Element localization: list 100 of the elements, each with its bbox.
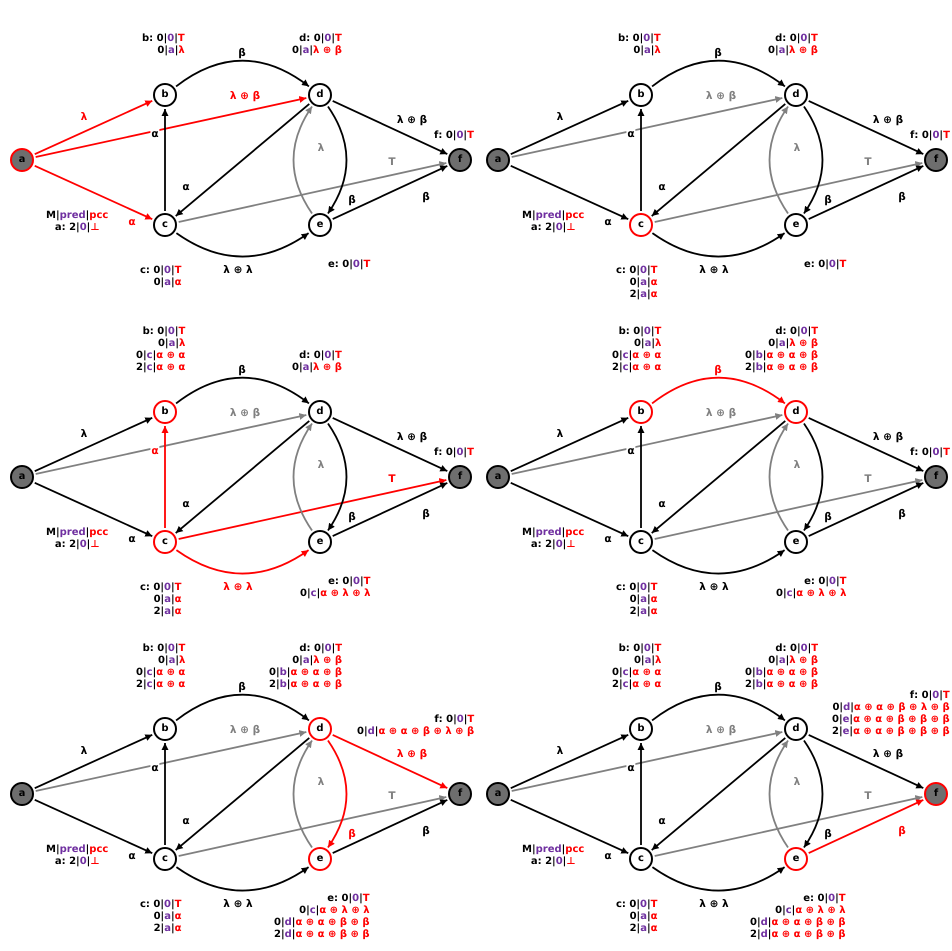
node-annotation: 0|c|α ⊕ λ ⊕ λ — [299, 905, 370, 917]
node-annotation: M|pred|pcc — [46, 527, 108, 539]
node-annotation: e: 0|0|T — [803, 893, 846, 905]
node-annotation: 0|a|λ ⊕ β — [768, 655, 818, 667]
arrow — [652, 866, 786, 892]
node-annotation: 0|c|α ⊕ α — [612, 350, 662, 362]
node-annotation: 0|a|λ ⊕ β — [768, 45, 818, 57]
arrow — [511, 413, 783, 475]
arrow — [292, 106, 313, 214]
arrow — [178, 478, 447, 540]
node-annotation: 0|a|λ — [633, 45, 661, 57]
arrow — [176, 60, 310, 88]
edge-label: λ — [792, 776, 802, 788]
edge-label: α — [181, 815, 191, 827]
arrow — [332, 799, 448, 854]
node-annotation: 2|e|α ⊕ α ⊕ β ⊕ β ⊕ β — [832, 726, 950, 738]
arrow — [34, 734, 153, 790]
node-annotation: d: 0|0|T — [299, 643, 342, 655]
edge-label: λ — [556, 428, 564, 440]
edge-label: T — [863, 473, 873, 485]
node-annotation: b: 0|0|T — [618, 643, 662, 655]
arrow — [652, 549, 786, 574]
graph-node: e — [784, 213, 808, 237]
edge-label: λ ⊕ λ — [222, 581, 254, 593]
graph-node: c — [153, 213, 177, 237]
node-annotation: b: 0|0|T — [618, 326, 662, 338]
edge-label: λ ⊕ β — [872, 748, 904, 760]
node-annotation: c: 0|0|T — [616, 582, 658, 594]
node-annotation: 0|a|α — [154, 594, 182, 606]
node-annotation: 0|a|λ ⊕ β — [292, 45, 342, 57]
edge-label: α — [626, 128, 636, 140]
node-annotation: 2|c|α ⊕ α — [612, 679, 662, 691]
arrow — [35, 413, 307, 475]
graph-node: e — [308, 213, 332, 237]
arrow — [332, 734, 448, 789]
edge-label: T — [387, 473, 397, 485]
node-annotation: 0|a|λ — [157, 45, 185, 57]
edge-label: β — [897, 508, 907, 520]
edge-label: λ — [792, 459, 802, 471]
node-annotation: 0|a|λ ⊕ β — [768, 338, 818, 350]
node-annotation: 0|d|α ⊕ α ⊕ β ⊕ β — [750, 917, 846, 929]
edge-label: α — [181, 498, 191, 510]
node-annotation: 0|d|α ⊕ α ⊕ β ⊕ λ ⊕ β — [832, 702, 950, 714]
arrow — [176, 549, 310, 574]
node-annotation: a: 2|0|⊥ — [530, 856, 576, 868]
arrow — [162, 426, 168, 528]
edge-label: β — [347, 511, 357, 523]
node-annotation: 2|c|α ⊕ α — [136, 362, 186, 374]
edge-label: α — [181, 181, 191, 193]
arrow — [638, 109, 644, 211]
edge-label: λ ⊕ β — [396, 431, 428, 443]
node-annotation: 2|b|α ⊕ α ⊕ β — [745, 679, 818, 691]
graph-node: c — [153, 530, 177, 554]
edge-label: λ ⊕ λ — [698, 264, 730, 276]
arrow — [652, 694, 786, 722]
arrow — [654, 795, 923, 857]
node-annotation: e: 0|0|T — [328, 259, 370, 271]
node-annotation: f: 0|0|T — [434, 130, 474, 142]
node-annotation: M|pred|pcc — [522, 844, 584, 856]
node-annotation: c: 0|0|T — [140, 582, 182, 594]
node-annotation: 2|a|α — [154, 606, 182, 618]
arrow — [162, 743, 168, 845]
edge-label: λ ⊕ λ — [222, 898, 254, 910]
node-annotation: M|pred|pcc — [46, 844, 108, 856]
graph-node: b — [153, 717, 177, 741]
edge-label: λ — [556, 111, 564, 123]
node-annotation: 0|c|α ⊕ λ ⊕ λ — [776, 588, 846, 600]
arrow — [34, 482, 153, 538]
graph-node: f — [448, 148, 472, 172]
edge-label: β — [347, 194, 357, 206]
edge-label: α — [657, 498, 667, 510]
node-annotation: 2|b|α ⊕ α ⊕ β — [745, 362, 818, 374]
graph-node: b — [629, 400, 653, 424]
node-annotation: 2|d|α ⊕ α ⊕ β ⊕ β — [750, 929, 846, 941]
node-annotation: f: 0|0|T — [434, 714, 474, 726]
graph-node: b — [153, 83, 177, 107]
node-annotation: 0|a|λ — [634, 655, 662, 667]
edge-label: λ — [316, 142, 326, 154]
arrow — [510, 416, 629, 472]
edge-label: λ ⊕ β — [396, 114, 428, 126]
arrow — [162, 109, 168, 211]
edge-label: λ ⊕ β — [872, 114, 904, 126]
node-annotation: 0|a|α — [154, 911, 182, 923]
node-annotation: c: 0|0|T — [616, 265, 658, 277]
node-annotation: f: 0|0|T — [910, 690, 950, 702]
node-annotation: e: 0|0|T — [327, 893, 370, 905]
arrow — [175, 103, 310, 217]
edge-label: α — [127, 850, 137, 862]
graph-node: d — [784, 717, 808, 741]
arrow — [654, 478, 923, 540]
node-annotation: M|pred|pcc — [522, 527, 584, 539]
edge-label: β — [713, 364, 723, 376]
edge-label: β — [713, 681, 723, 693]
graph-node: f — [448, 465, 472, 489]
node-annotation: b: 0|0|T — [142, 643, 186, 655]
arrow — [652, 232, 786, 258]
graph-node: e — [308, 847, 332, 871]
node-annotation: c: 0|0|T — [616, 899, 658, 911]
node-annotation: 0|a|λ — [634, 338, 662, 350]
node-annotation: 0|d|α ⊕ α ⊕ β ⊕ λ ⊕ β — [357, 726, 474, 738]
